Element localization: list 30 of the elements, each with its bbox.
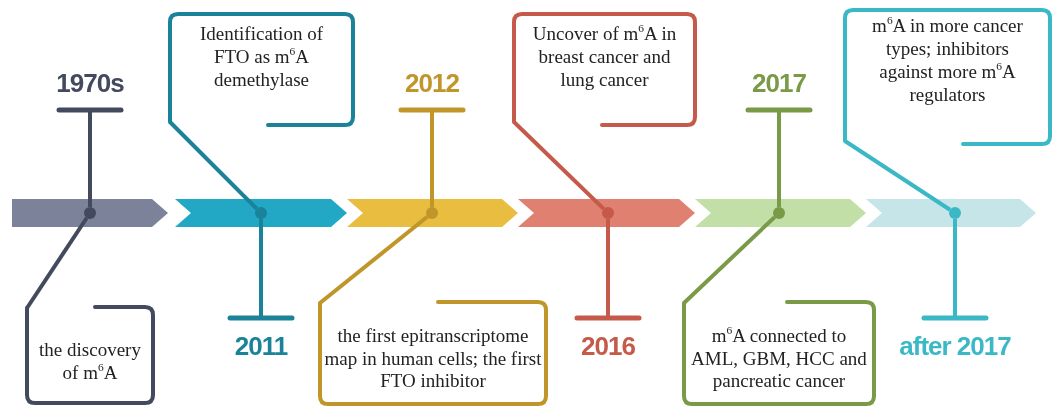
- leader-line: [843, 139, 952, 212]
- callout-box: [843, 8, 1052, 146]
- callout-box: [168, 12, 355, 127]
- connector-line: [398, 107, 466, 207]
- event-description: m$^{6}$A in more cancer types; inhibitors against more m$^{6}$A regulators: [871, 15, 1024, 107]
- leader-line: [168, 120, 259, 211]
- event-description: Identification of FTO as m$^{6}$A demethylase: [199, 23, 324, 92]
- event-description: Uncover of m$^{6}$A in breast cancer and lung cancer: [531, 23, 678, 92]
- connector-line: [745, 107, 813, 207]
- connector-line: [56, 107, 124, 207]
- leader-line: [318, 215, 429, 305]
- year-label: 2012: [367, 68, 497, 110]
- callout-box: [512, 12, 697, 127]
- year-label: after 2017: [890, 318, 1020, 362]
- event-description: the discovery of m$^{6}$A: [38, 339, 142, 385]
- year-label: 2017: [714, 68, 844, 110]
- year-label: 2016: [543, 318, 673, 362]
- year-label: 1970s: [25, 68, 155, 110]
- leader-line: [512, 120, 606, 211]
- callout-box: [682, 300, 876, 406]
- callout-box: [25, 305, 155, 405]
- connector-line: [574, 219, 642, 321]
- year-label: 2011: [196, 318, 326, 362]
- event-description: m$^{6}$A connected to AML, GBM, HCC and pancreatic cancer: [690, 324, 868, 394]
- connector-line: [921, 219, 989, 321]
- callout-box: [318, 300, 548, 406]
- connector-line: [227, 219, 295, 321]
- leader-line: [682, 215, 776, 305]
- leader-line: [25, 216, 89, 310]
- event-description: the first epitranscriptome map in human cells; the first FTO inhibitor: [324, 324, 542, 394]
